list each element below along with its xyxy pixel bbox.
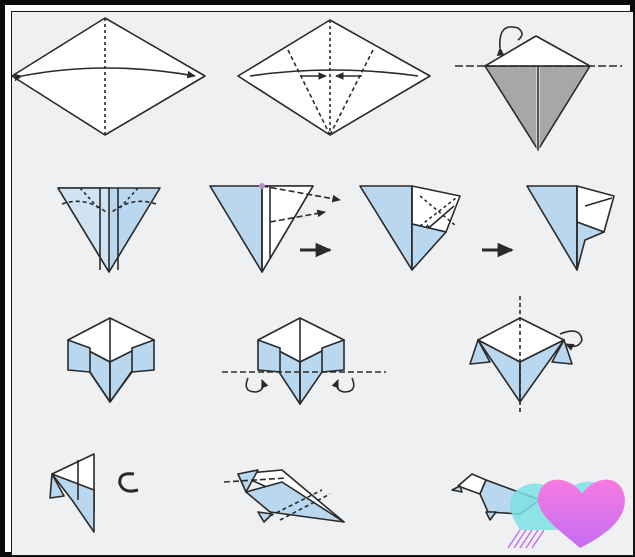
step-7-flap-folded <box>527 186 614 270</box>
step-6-open-flap <box>360 186 460 270</box>
step-4-blue-kite <box>58 188 160 272</box>
heart-sticker-decoration <box>508 480 625 548</box>
step-12-fold-head-and-tail <box>224 470 344 522</box>
step-11-half-folded <box>50 454 138 532</box>
step-8-both-flaps-down <box>68 318 154 402</box>
step-3-fold-top-back <box>455 27 622 150</box>
step-2-fold-edges-to-center <box>238 20 430 135</box>
step-1-square-diamond <box>12 18 205 135</box>
step-5-fold-flap <box>210 183 340 272</box>
step-9-fold-tips-under <box>222 318 386 404</box>
step-10-fold-in-half <box>470 296 582 414</box>
